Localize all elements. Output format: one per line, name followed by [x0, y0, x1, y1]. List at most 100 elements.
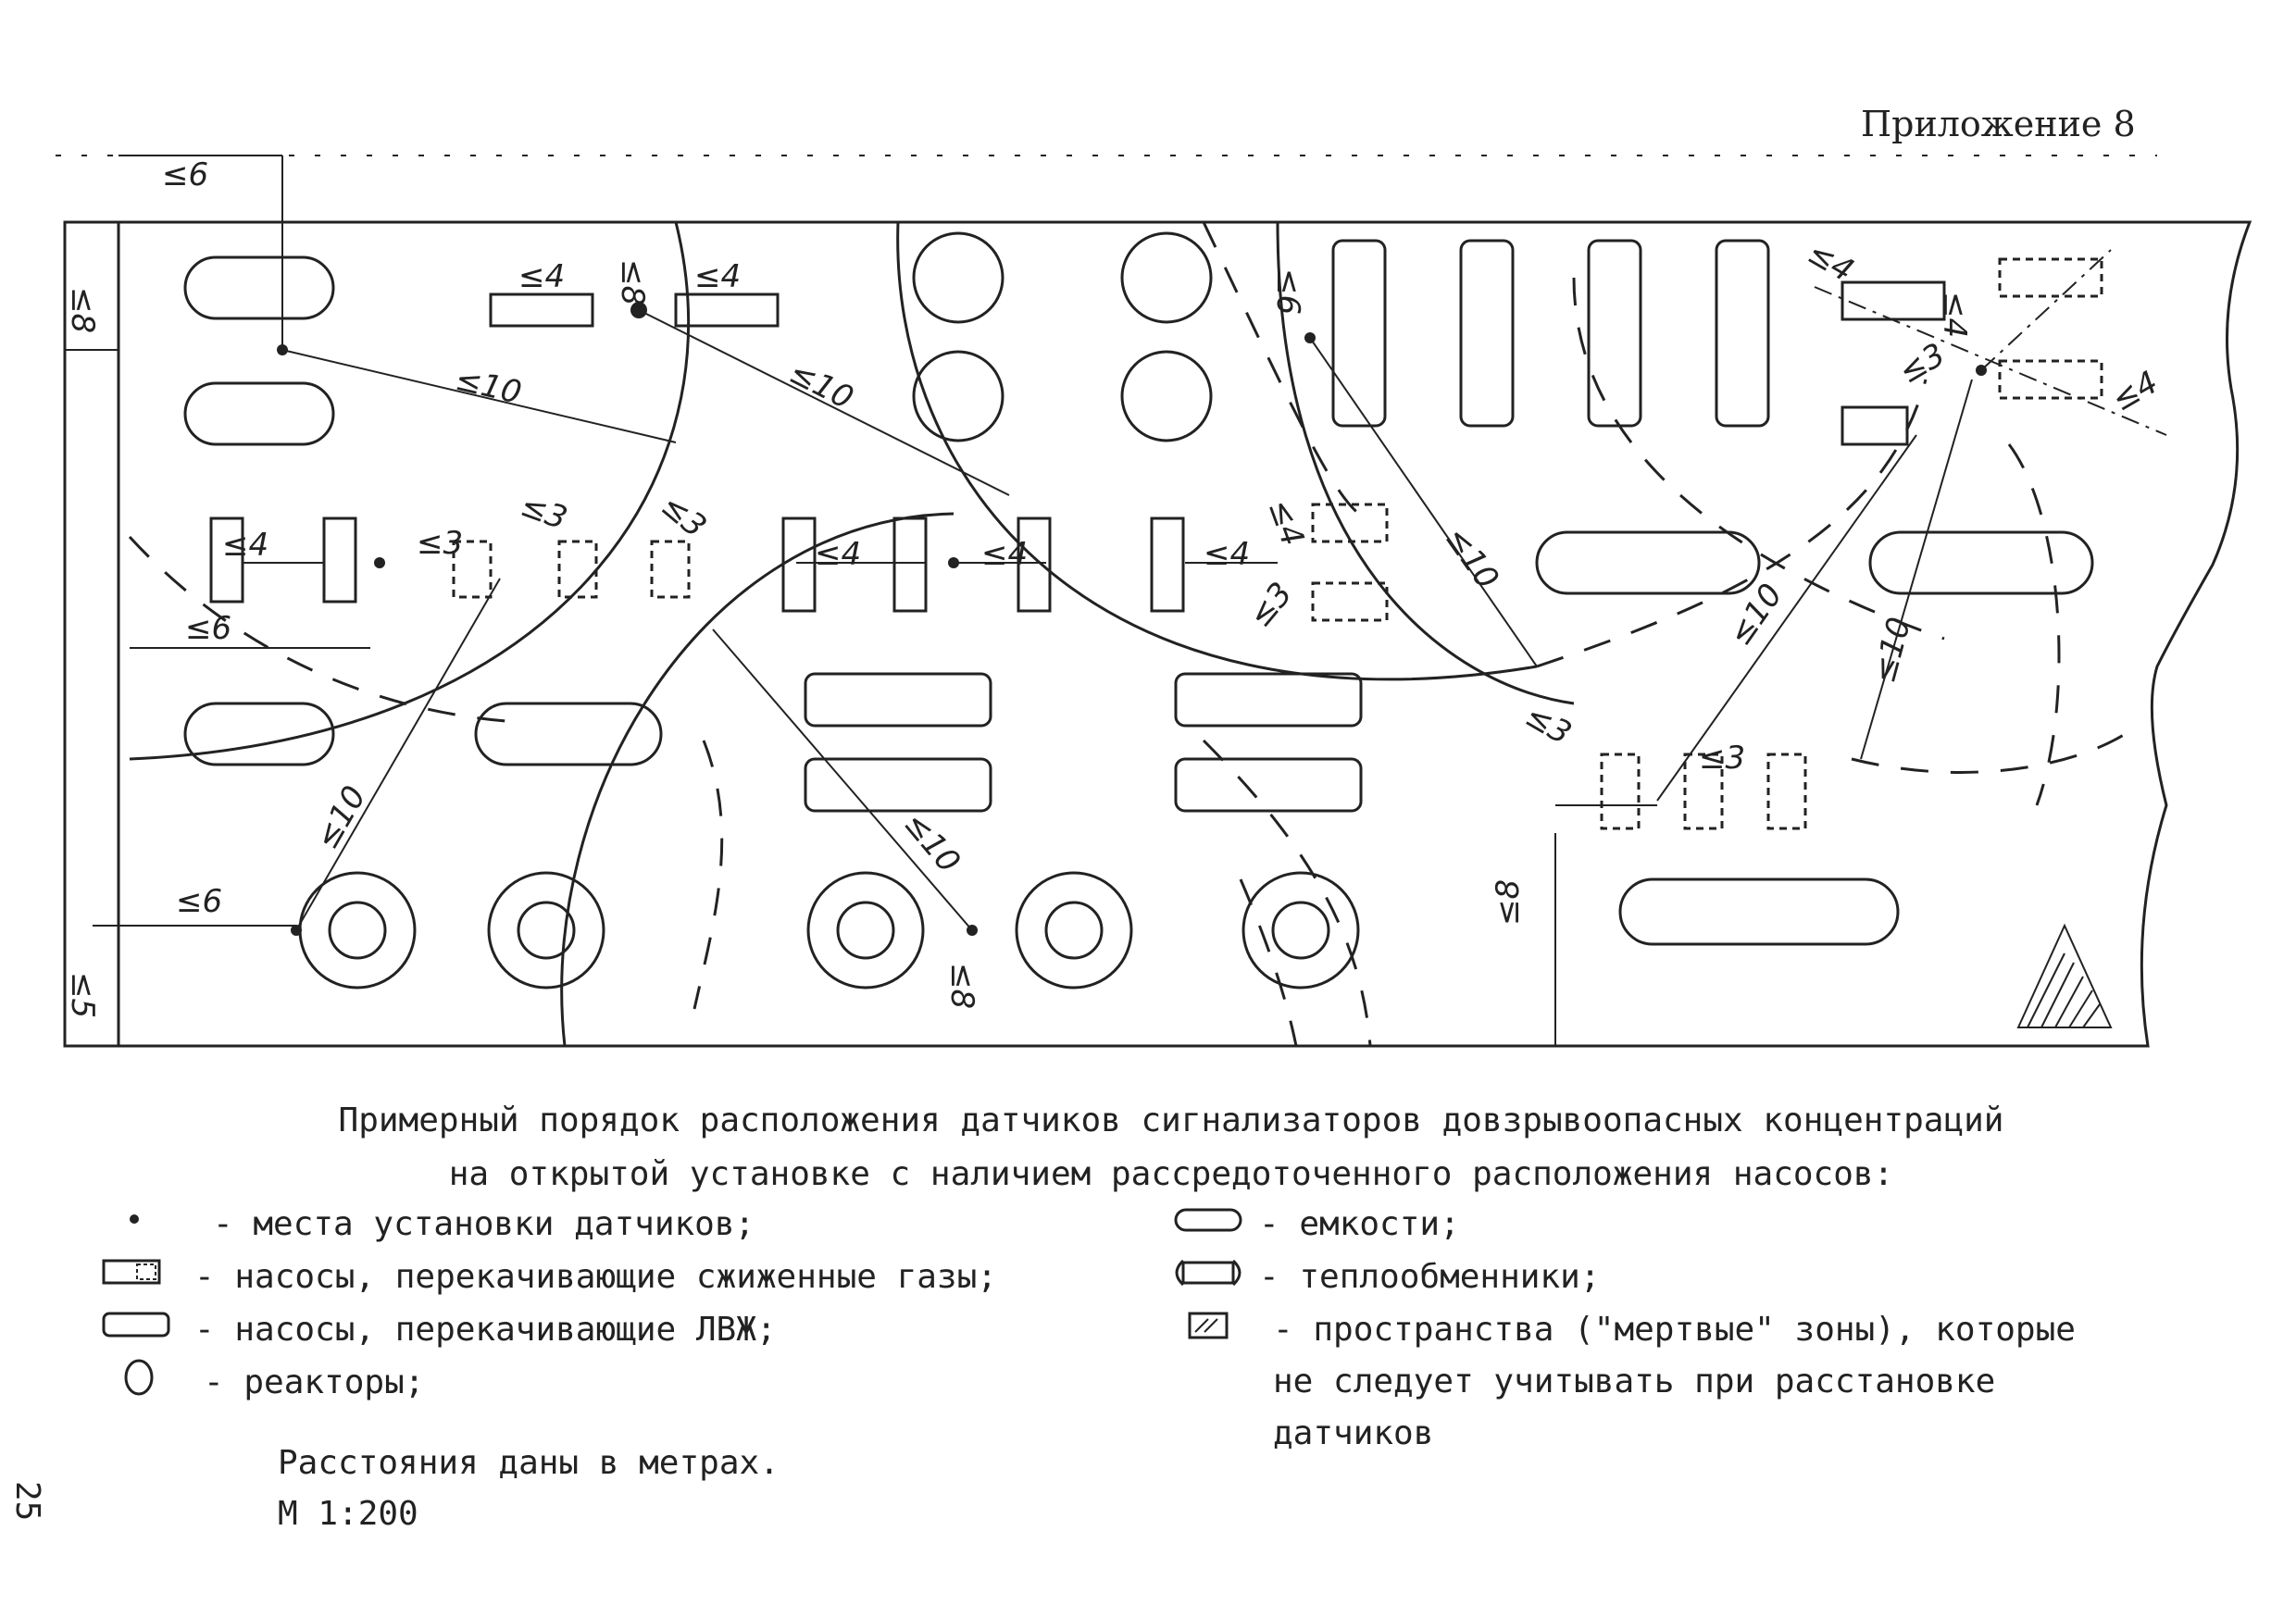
- coverage-arc-2: [896, 221, 1538, 681]
- dead-zone: [2016, 923, 2113, 1028]
- pump-gas: [452, 540, 493, 599]
- pump: [1841, 280, 1946, 321]
- legend-item-reactor: - реакторы;: [102, 1357, 424, 1409]
- dim-label: ≤10: [896, 805, 967, 880]
- dim-label: ≤4: [1261, 494, 1312, 551]
- pump-gas: [1600, 753, 1641, 830]
- dim-label: ≤4: [815, 536, 861, 573]
- dim-label: ≤4: [1936, 292, 1973, 338]
- appendix-label: Приложение 8: [1861, 104, 2136, 144]
- vessel: [1120, 350, 1213, 442]
- dim-label: ≤3: [417, 525, 463, 562]
- heat-exchanger: [1715, 239, 1770, 428]
- pump-gas: [1311, 581, 1389, 622]
- pump: [1017, 517, 1052, 613]
- tank: [183, 255, 335, 320]
- pump: [674, 292, 780, 328]
- pump: [1150, 517, 1185, 613]
- pump-gas: [1766, 753, 1807, 830]
- heat-exchanger: [1587, 239, 1642, 428]
- reactor-icon: [124, 1359, 154, 1396]
- pump: [209, 517, 244, 604]
- pump-gas: [650, 540, 691, 599]
- dim-label: ≤6: [185, 610, 231, 647]
- page-number: 25: [8, 1481, 46, 1522]
- dim-label: ≤10: [452, 361, 525, 412]
- site-boundary: [63, 220, 2252, 1048]
- legend-item-pump-gas: - насосы, перекачивающие сжиженные газы;: [93, 1251, 997, 1303]
- dim-label: ≤10: [1866, 614, 1918, 688]
- coverage-arc-3: [560, 512, 955, 1047]
- heat-exchanger: [804, 672, 992, 728]
- legend-item-tank: - емкости;: [1157, 1199, 1460, 1251]
- reactor: [806, 871, 925, 989]
- sensor-dot-icon: [374, 557, 385, 568]
- dim-label: ≤8: [64, 287, 101, 333]
- dim-label: ≤4: [1204, 536, 1250, 573]
- tank: [1618, 877, 1900, 946]
- heat-exchanger: [1174, 757, 1363, 813]
- sensor-dot-icon: [130, 1214, 139, 1224]
- pump-gas: [1311, 503, 1389, 543]
- tank: [183, 381, 335, 446]
- heat-exchanger: [1459, 239, 1515, 428]
- dim-label: ≤3: [1893, 336, 1952, 392]
- pump-gas: [1683, 753, 1724, 830]
- coverage-arc-8: [1851, 729, 2130, 774]
- dim-label: ≤3: [516, 487, 572, 538]
- dim-label: ≤8: [1490, 879, 1527, 926]
- coverage-arc-10: [693, 740, 724, 1010]
- pump-gas-icon: [102, 1259, 161, 1285]
- distance-note: Расстояния даны в метрах.: [278, 1444, 780, 1482]
- pump: [322, 517, 357, 604]
- dim-label: ≤10: [308, 779, 374, 855]
- pump: [1841, 405, 1909, 446]
- dim-label: ≤4: [518, 258, 565, 295]
- tank: [474, 702, 663, 766]
- sensor-dot-icon: [1304, 332, 1316, 343]
- dim-label: ≤6: [176, 883, 222, 920]
- dim-label: ≤4: [981, 536, 1028, 573]
- dead-zone-icon: [1188, 1312, 1229, 1339]
- legend-item-sensor: - места установки датчиков;: [111, 1199, 755, 1251]
- tank: [183, 702, 335, 766]
- reactor: [487, 871, 605, 989]
- caption-line-2: на открытой установке с наличием рассред…: [448, 1155, 1894, 1193]
- coverage-arc-11: [1202, 739, 1372, 1047]
- dim-label: ≤4: [222, 527, 268, 564]
- dim-label: ≤3: [1699, 740, 1745, 777]
- dim-label: ≤3: [654, 487, 713, 545]
- legend-item-pump-lvzh: - насосы, перекачивающие ЛВЖ;: [93, 1304, 777, 1356]
- dim-label: ≤4: [2106, 364, 2165, 419]
- caption-line-1: Примерный порядок расположения датчиков …: [338, 1101, 2004, 1139]
- pump-gas: [557, 540, 598, 599]
- legend-item-dead-zone: - пространства ("мертвые" зоны), которые…: [1171, 1304, 2076, 1460]
- heat-exchanger: [1174, 672, 1363, 728]
- reactor: [1242, 871, 1360, 989]
- reactor: [298, 871, 417, 989]
- dim-label: ≤8: [614, 259, 651, 305]
- vessel: [912, 350, 1004, 442]
- sensor-points: [277, 302, 1987, 936]
- pump: [1998, 359, 2103, 400]
- dim-label: ≤6: [1269, 268, 1306, 315]
- coverage-arc-1: [129, 221, 691, 761]
- coverage-arc-9: [128, 535, 519, 724]
- coverage-arc-4: [1202, 221, 1371, 520]
- reactor: [1015, 871, 1133, 989]
- sensor-dot-icon: [948, 557, 959, 568]
- coverage-arc-13: [2007, 443, 2061, 806]
- vessel: [912, 231, 1004, 324]
- dim-label: ≤4: [694, 258, 741, 295]
- sensor-dot-icon: [1976, 365, 1987, 376]
- heat-exchanger: [804, 757, 992, 813]
- dim-label: ≤3: [1242, 576, 1300, 635]
- pump: [892, 517, 928, 613]
- dim-label: ≤10: [1438, 520, 1506, 596]
- dim-label: ≤5: [64, 972, 101, 1018]
- pump: [781, 517, 817, 613]
- tank: [1535, 530, 1761, 595]
- dim-label: ≤10: [783, 354, 859, 417]
